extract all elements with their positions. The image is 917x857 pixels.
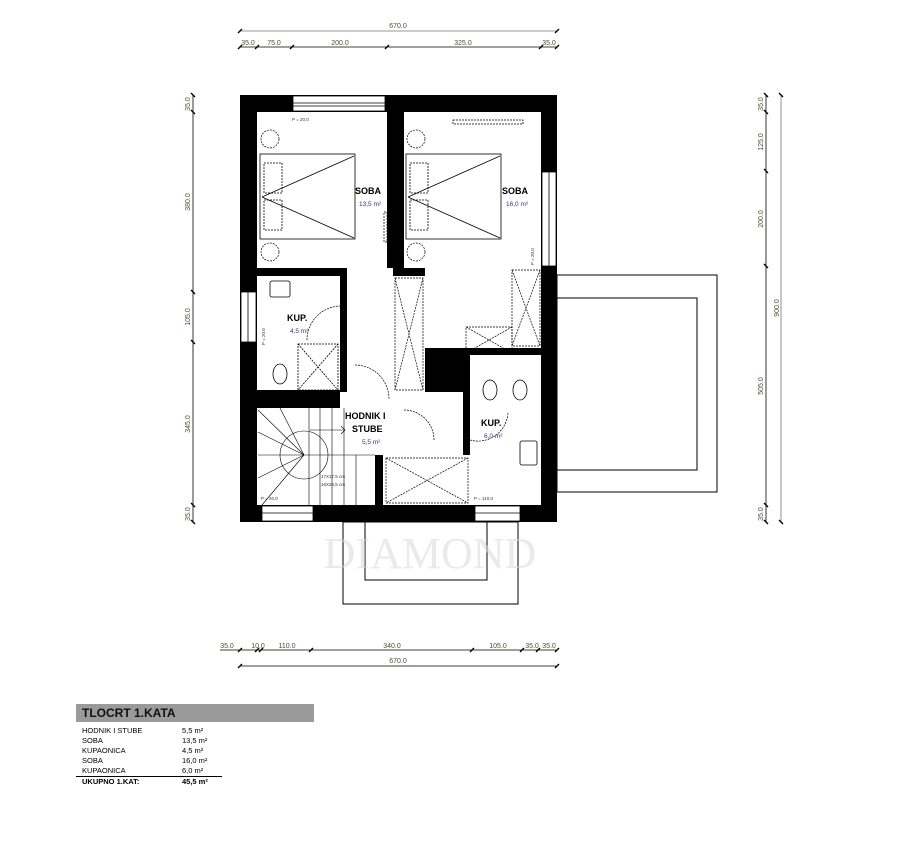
- note: 17X17,5 cm: [321, 474, 345, 479]
- legend-area: 16,0 m²: [182, 756, 208, 765]
- dim-label: 35.0: [525, 643, 539, 650]
- room-interiors: [257, 112, 541, 505]
- room-area: 5,5 m²: [362, 439, 381, 446]
- legend-area: 6,0 m²: [182, 766, 204, 775]
- dim-label: 200.0: [758, 210, 765, 228]
- dim-label: 125.0: [758, 133, 765, 151]
- note: P = 20,0: [530, 248, 535, 265]
- right-balcony: [556, 274, 718, 493]
- plan-notes: P = 20,0 P = 20,0 P = 20,0 P = 20,0 P = …: [261, 117, 535, 501]
- legend-row: SOBA 16,0 m²: [76, 756, 314, 766]
- dim-label: 35.0: [185, 97, 192, 111]
- dim-label: 35.0: [185, 507, 192, 521]
- dim-label: 505.0: [758, 377, 765, 395]
- dim-label: 325.0: [454, 40, 472, 47]
- legend-area: 4,5 m²: [182, 746, 204, 755]
- legend-row: KUPAONICA 6,0 m²: [76, 766, 222, 777]
- dim-label: 345.0: [185, 415, 192, 433]
- dim-label: 670.0: [389, 23, 407, 30]
- room-name: STUBE: [352, 424, 383, 434]
- dimension-labels: 670.0 35.0 75.0 200.0 325.0 35.0 35.0 10…: [185, 23, 781, 665]
- dim-label: 200.0: [331, 40, 349, 47]
- room-name: SOBA: [355, 186, 382, 196]
- room-area: 13,5 m²: [359, 201, 382, 208]
- legend-room: KUPAONICA: [82, 746, 126, 755]
- dim-label: 35.0: [542, 40, 556, 47]
- windows: [240, 95, 557, 522]
- dim-label: 900.0: [774, 299, 781, 317]
- dim-label: 380.0: [185, 193, 192, 211]
- room-labels: SOBA 13,5 m² SOBA 16,0 m² KUP. 4,5 m² HO…: [287, 186, 529, 446]
- room-name: KUP.: [481, 418, 501, 428]
- legend-total-label: UKUPNO 1.KAT:: [82, 777, 140, 786]
- legend-room: SOBA: [82, 756, 103, 765]
- dim-label: 35.0: [542, 643, 556, 650]
- legend-total-area: 45,5 m²: [182, 777, 208, 786]
- room-area: 6,0 m²: [484, 433, 503, 440]
- legend-total: UKUPNO 1.KAT: 45,5 m²: [76, 777, 314, 787]
- legend-title: TLOCRT 1.KATA: [76, 704, 314, 722]
- legend-room: SOBA: [82, 736, 103, 745]
- watermark: DIAMOND: [324, 529, 537, 578]
- legend-area: 13,5 m²: [182, 736, 208, 745]
- dim-label: 105.0: [489, 643, 507, 650]
- dim-label: 105.0: [185, 308, 192, 326]
- room-name: HODNIK I: [345, 411, 386, 421]
- dim-label: 110.0: [279, 643, 296, 650]
- staircase: [257, 407, 375, 506]
- nightstands: [260, 129, 426, 262]
- legend-room: KUPAONICA: [82, 766, 126, 775]
- note: P = 110,0: [474, 496, 493, 501]
- legend-area: 5,5 m²: [182, 726, 204, 735]
- room-area: 16,0 m²: [506, 201, 529, 208]
- dimension-lines: [190, 28, 784, 669]
- dim-label: 35.0: [220, 643, 234, 650]
- dim-label: 75.0: [267, 40, 281, 47]
- legend-row: SOBA 13,5 m²: [76, 736, 314, 746]
- bed-left: [259, 153, 356, 240]
- bed-right: [405, 119, 524, 240]
- dim-label: 340.0: [383, 643, 401, 650]
- room-name: SOBA: [502, 186, 529, 196]
- note: P = 20,0: [261, 496, 278, 501]
- legend-row: HODNIK I STUBE 5,5 m²: [76, 726, 314, 736]
- dim-label: 10.0: [251, 643, 265, 650]
- dim-label: 35.0: [758, 97, 765, 111]
- bathroom-fixtures: [269, 280, 538, 466]
- room-area: 4,5 m²: [290, 328, 309, 335]
- wardrobes: [383, 211, 541, 504]
- dim-label: 35.0: [758, 507, 765, 521]
- dim-label: 670.0: [389, 658, 407, 665]
- legend-room: HODNIK I STUBE: [82, 726, 143, 735]
- dim-label: 35.0: [241, 40, 255, 47]
- legend-row: KUPAONICA 4,5 m²: [76, 746, 314, 756]
- area-legend: TLOCRT 1.KATA HODNIK I STUBE 5,5 m² SOBA 1…: [76, 704, 314, 787]
- note: 16X26,5 cm: [321, 482, 345, 487]
- room-name: KUP.: [287, 313, 307, 323]
- note: P = 20,0: [261, 328, 266, 345]
- note: P = 20,0: [292, 117, 309, 122]
- doors: [306, 305, 509, 442]
